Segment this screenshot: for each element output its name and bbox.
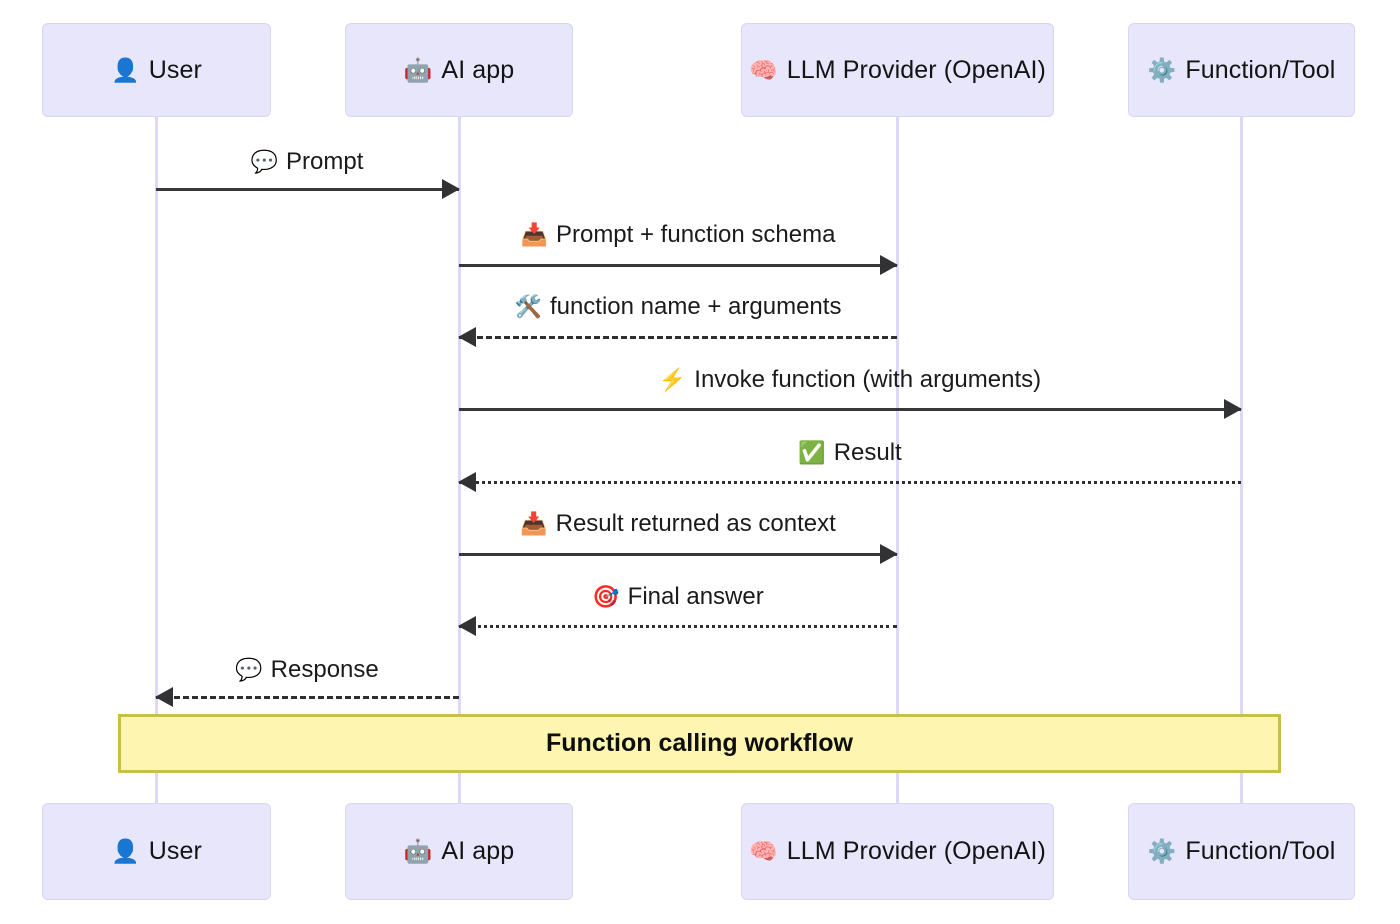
arrowhead-right-icon (880, 255, 898, 275)
message-text-8: Response (270, 656, 379, 683)
participant-header-ai-app[interactable]: 🤖 AI app (345, 23, 573, 117)
lifeline-ai-app (458, 117, 461, 803)
participant-header-llm-provider[interactable]: 🧠 LLM Provider (OpenAI) (741, 23, 1054, 117)
arrowhead-left-icon (155, 687, 173, 707)
participant-label-llm-provider-footer: LLM Provider (OpenAI) (786, 837, 1046, 865)
message-label-1: 💬 Prompt (251, 150, 364, 174)
robot-icon: 🤖 (403, 838, 433, 864)
high-voltage-icon: ⚡ (658, 367, 687, 392)
message-text-3: function name + arguments (549, 293, 842, 320)
gear-icon: ⚙️ (1147, 56, 1177, 83)
check-mark-button-icon: ✅ (798, 440, 826, 465)
inbox-tray-icon: 📥 (520, 222, 548, 247)
participant-label-function-tool: Function/Tool (1185, 55, 1336, 84)
arrowhead-left-icon (458, 472, 476, 492)
message-label-8: 💬 Response (235, 658, 378, 682)
message-label-4: ⚡ Invoke function (with arguments) (659, 368, 1041, 392)
arrowhead-right-icon (442, 179, 460, 199)
arrowhead-right-icon (880, 544, 898, 564)
participant-label-ai-app: AI app (441, 55, 515, 84)
participant-header-function-tool[interactable]: ⚙️ Function/Tool (1128, 23, 1355, 117)
speech-balloon-icon: 💬 (235, 657, 263, 682)
message-text-5: Result (833, 439, 902, 466)
lifeline-function-tool (1240, 117, 1243, 803)
participant-label-user-footer: User (148, 837, 202, 865)
participant-footer-llm-provider[interactable]: 🧠 LLM Provider (OpenAI) (741, 803, 1054, 900)
brain-icon: 🧠 (749, 56, 778, 83)
participant-header-user[interactable]: 👤 User (42, 23, 271, 117)
message-text-6: Result returned as context (555, 510, 836, 537)
message-label-7: 🎯 Final answer (592, 585, 763, 609)
arrowhead-left-icon (458, 616, 476, 636)
brain-icon: 🧠 (749, 838, 778, 864)
lifeline-llm-provider (896, 117, 899, 803)
participant-footer-ai-app[interactable]: 🤖 AI app (345, 803, 573, 900)
participant-label-function-tool-footer: Function/Tool (1185, 837, 1336, 865)
participant-footer-function-tool[interactable]: ⚙️ Function/Tool (1128, 803, 1355, 900)
message-label-2: 📥 Prompt + function schema (521, 223, 836, 247)
hammer-and-wrench-icon: 🛠️ (514, 294, 542, 319)
arrowhead-right-icon (1224, 399, 1242, 419)
message-label-5: ✅ Result (798, 441, 901, 465)
message-text-2: Prompt + function schema (555, 221, 836, 248)
direct-hit-icon: 🎯 (592, 584, 620, 609)
speech-balloon-icon: 💬 (250, 149, 279, 174)
participant-label-user: User (148, 55, 202, 84)
message-text-4: Invoke function (with arguments) (694, 366, 1042, 393)
message-text-7: Final answer (627, 583, 764, 610)
participant-label-ai-app-footer: AI app (441, 837, 515, 865)
note-text: Function calling workflow (546, 729, 853, 757)
participant-label-llm-provider: LLM Provider (OpenAI) (786, 55, 1046, 84)
arrowhead-left-icon (458, 327, 476, 347)
message-label-3: 🛠️ function name + arguments (515, 295, 842, 319)
bust-in-silhouette-icon: 👤 (111, 56, 140, 83)
note-function-calling-workflow: Function calling workflow (118, 714, 1281, 773)
robot-icon: 🤖 (403, 56, 433, 83)
message-text-1: Prompt (286, 148, 364, 175)
gear-icon: ⚙️ (1147, 838, 1177, 864)
message-label-6: 📥 Result returned as context (520, 512, 836, 536)
inbox-tray-icon: 📥 (520, 511, 548, 536)
participant-footer-user[interactable]: 👤 User (42, 803, 271, 900)
lifeline-user (155, 117, 158, 803)
bust-in-silhouette-icon: 👤 (111, 838, 140, 864)
